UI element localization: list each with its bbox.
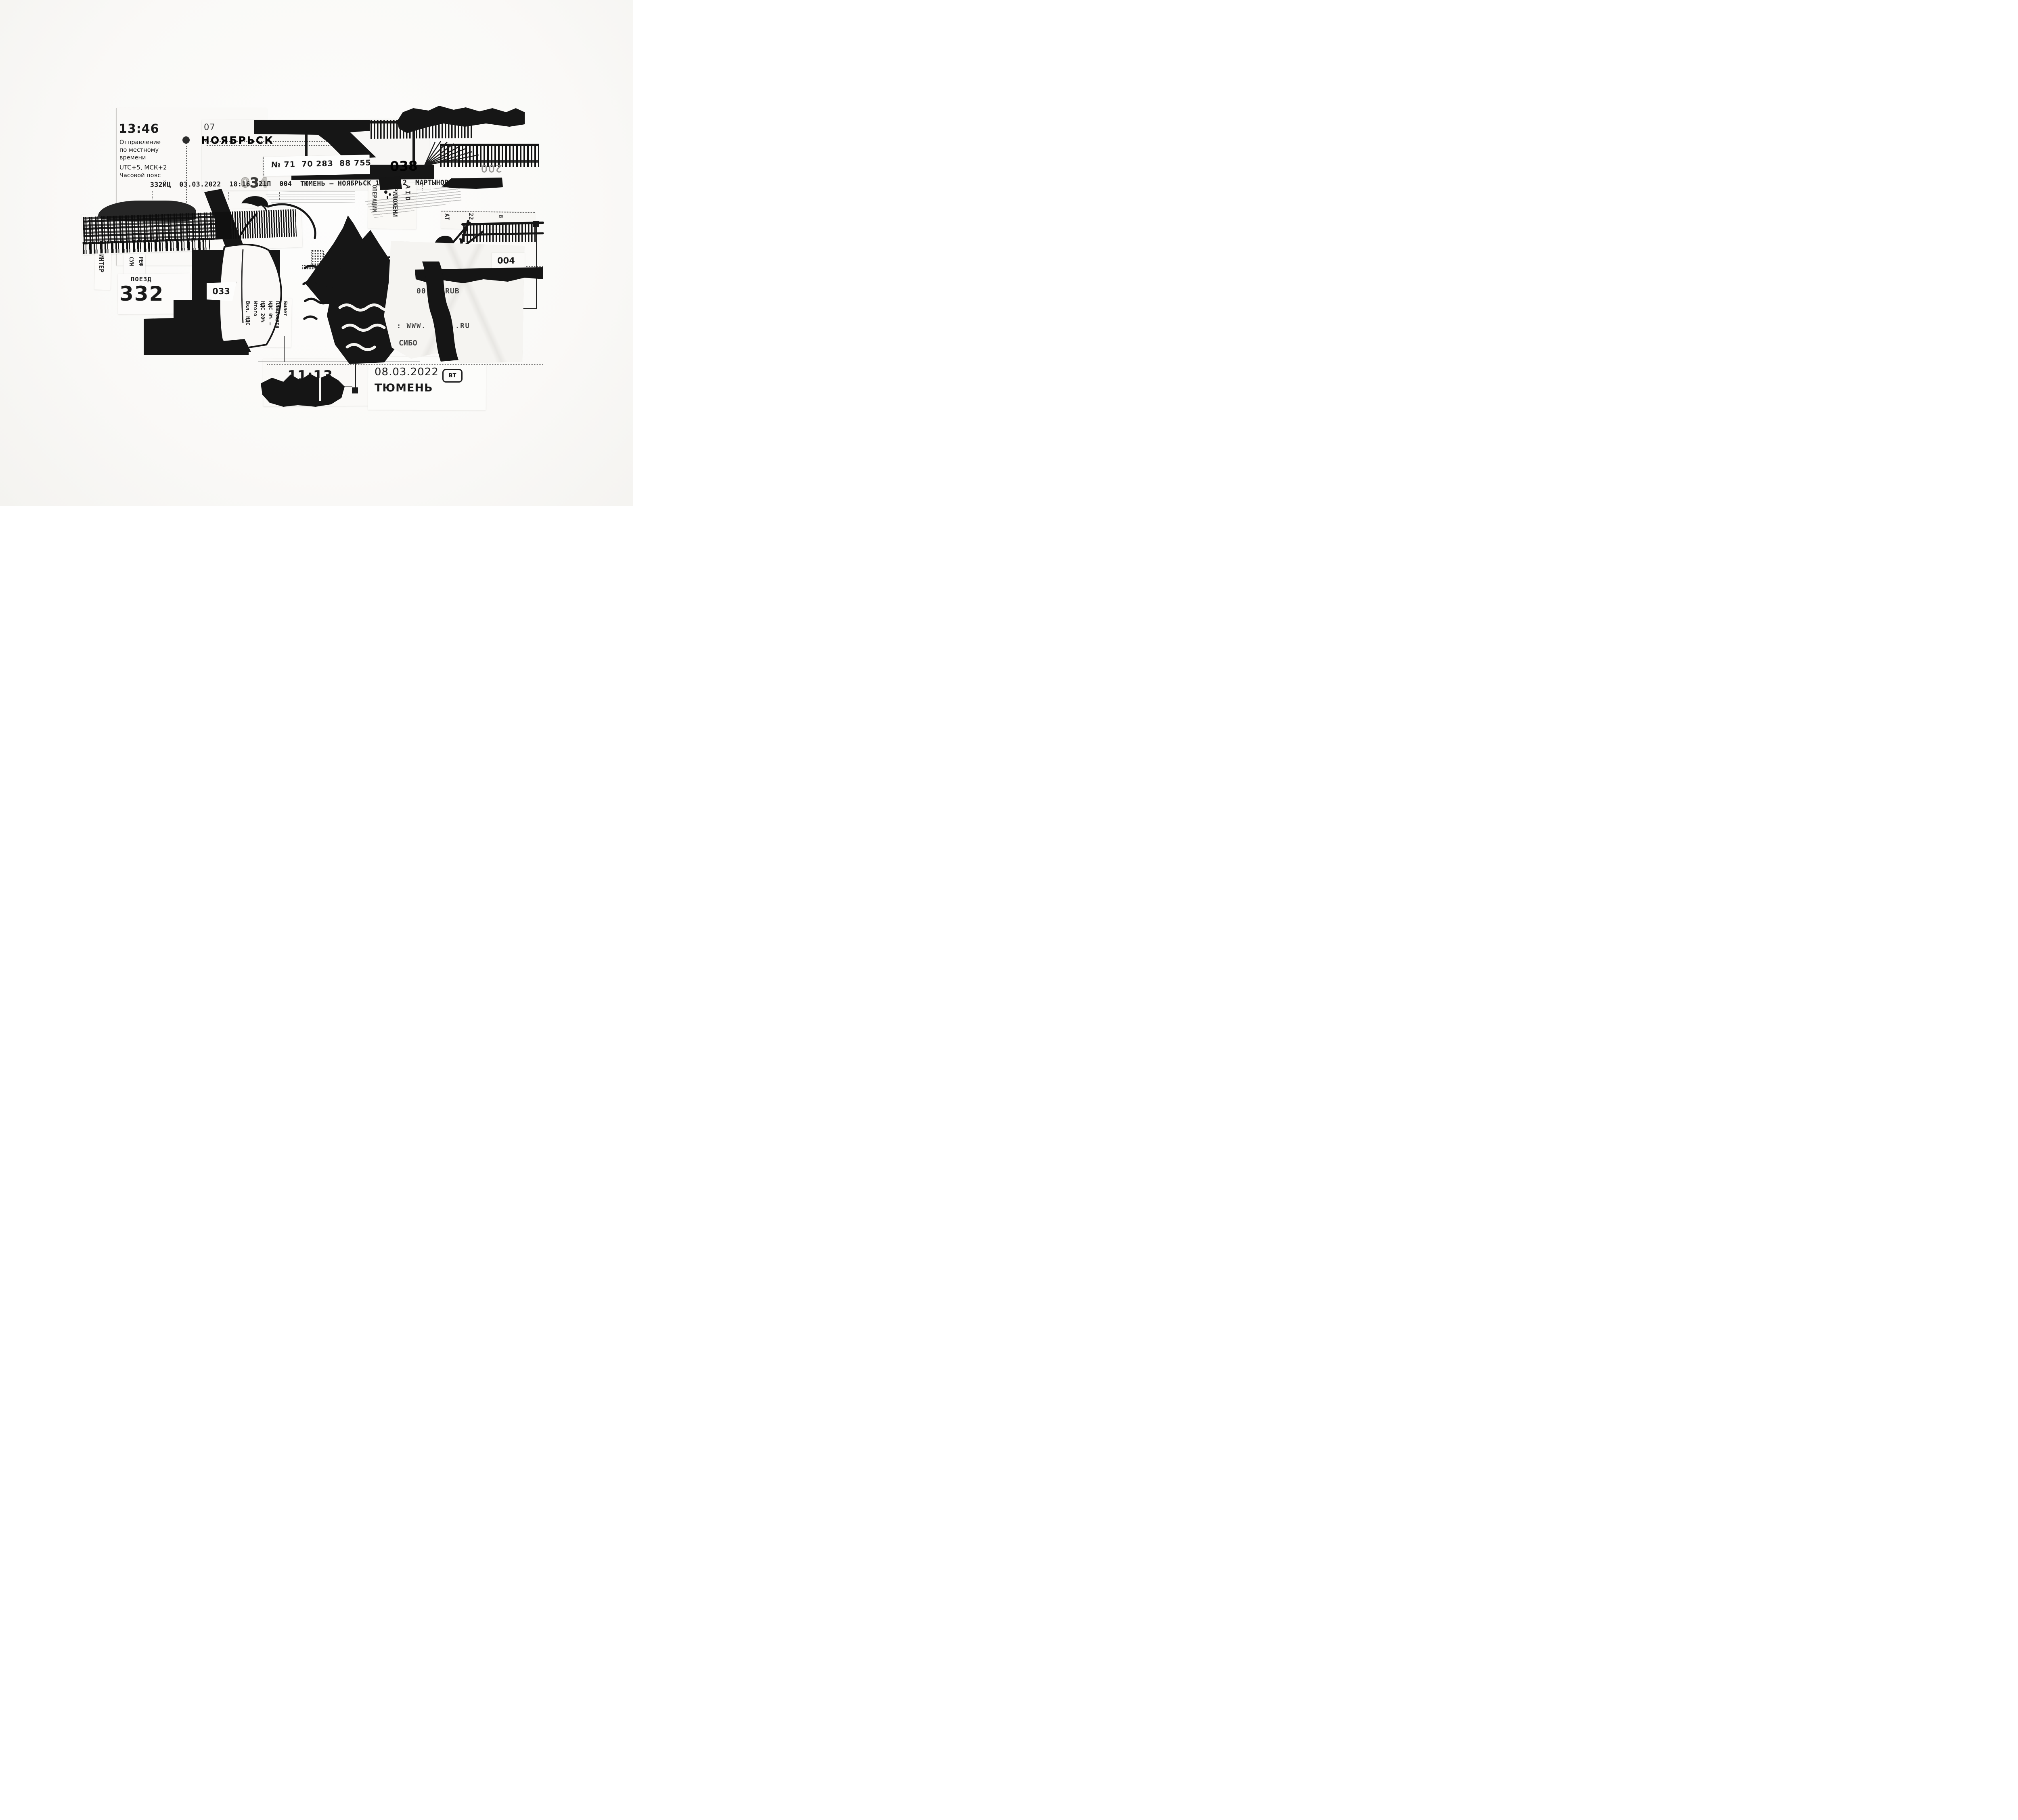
comb-barcode-fan-base [440, 160, 539, 163]
arrival-date: 08.03.2022 [375, 366, 439, 378]
climber-boot [220, 339, 251, 355]
station-top: НОЯБРЬСК [201, 134, 274, 146]
wave-left-2 [302, 280, 329, 288]
timezone-utc: UTC+5, МСК+2 [119, 164, 167, 171]
departure-label-3: времени [119, 155, 146, 161]
vertical-at: АТ [444, 213, 450, 220]
wave-left-1 [304, 264, 343, 272]
climber-trousers [218, 243, 282, 349]
wave-white-2 [341, 324, 386, 332]
pdf417-bars-region [229, 209, 297, 239]
arrival-time: 11:13 [287, 368, 333, 384]
train-number-332: 332 [119, 282, 164, 305]
tax-line: Билет [283, 301, 289, 316]
thanks-fragment: СИБО [399, 339, 417, 347]
dotted-line-1 [205, 141, 344, 142]
pin-dot [182, 136, 190, 144]
dotted-line-bottom [267, 364, 543, 365]
line-under-tax [284, 336, 285, 362]
climber-back [267, 203, 316, 239]
url-prefix: : WWW. [397, 322, 427, 330]
departure-label-1: Отправление [119, 139, 161, 146]
label-sum: СУМ [128, 257, 134, 266]
dotted-pole [186, 143, 187, 203]
pdf417-stop-column [215, 211, 231, 240]
climbing-figure [218, 196, 316, 355]
ghost-number-038: 038 [389, 158, 418, 174]
wave-left-3 [304, 297, 331, 305]
departure-time: 13:46 [119, 122, 159, 136]
amount-rub: 00.00 RUB [417, 287, 460, 295]
vertical-22: 22 [467, 213, 475, 220]
car-number-033: 033 [212, 287, 230, 296]
label-inter: ИНТЕР [98, 254, 105, 273]
tax-line: Плацкарта [275, 301, 281, 328]
label-ref: РЕФ [138, 257, 144, 266]
label-refsum: РЕФ СУМ [126, 257, 145, 266]
vertical-8: 8 [497, 215, 504, 218]
wave-white-3 [345, 343, 376, 351]
comb-barcode-berth [463, 223, 537, 242]
ghost-digit: 0 [240, 174, 250, 190]
climber-trouser-seam [241, 249, 244, 323]
arrival-station: ТЮМЕНЬ [375, 382, 433, 394]
square-dot-mid [352, 387, 358, 393]
vertical-attachment: ПРИЛОЖЕНИ [391, 184, 399, 217]
tax-block: Билет Плацкарта НДС 0% — НДС 20% Итого В… [244, 301, 289, 328]
account-number: 303067005 [421, 274, 464, 283]
car-number-004: 004 [497, 256, 515, 266]
tax-line: Вкл. НДС [245, 301, 251, 326]
ghost-digit-dark: 3 [249, 174, 259, 190]
url-suffix: .RU [455, 322, 470, 330]
white-box-behind-332 [155, 282, 171, 312]
vertical-operations: ОПЕРАЦИИ [371, 185, 377, 212]
collage-canvas: 13:46 Отправление по местному времени UT… [0, 0, 633, 506]
torn-ridge-top-right [397, 106, 525, 133]
rotated-number-200: 200 [480, 162, 502, 174]
tax-line: НДС 0% — [268, 301, 274, 326]
route-tick-3 [279, 192, 280, 200]
weekday-badge: ВТ [442, 369, 463, 383]
ghost-number-034: 034 [222, 160, 268, 206]
weekday-text: ВТ [448, 372, 456, 379]
ink-slab-top [254, 120, 376, 159]
route-tick-1 [152, 191, 153, 199]
berth-rail-1 [461, 222, 544, 226]
timezone-label: Часовой пояс [119, 172, 161, 179]
label-poezd: ПОЕЗД [131, 276, 152, 283]
climber-hair [241, 196, 268, 207]
tax-line: Итого [253, 301, 259, 316]
departure-label-2: по местному [119, 147, 159, 153]
wave-left-4 [303, 315, 318, 320]
dotted-line-2 [207, 145, 340, 146]
route-tick-2 [228, 192, 229, 200]
berth-rail-2 [461, 232, 544, 236]
car-label-033: 033 [207, 282, 237, 301]
car-number-top: 07 [204, 122, 216, 132]
ghost-digit: 4 [259, 174, 268, 190]
line-vertical-mid [355, 345, 356, 388]
tax-line: НДС 20% [260, 301, 266, 322]
vertical-aid: AID [404, 185, 412, 203]
